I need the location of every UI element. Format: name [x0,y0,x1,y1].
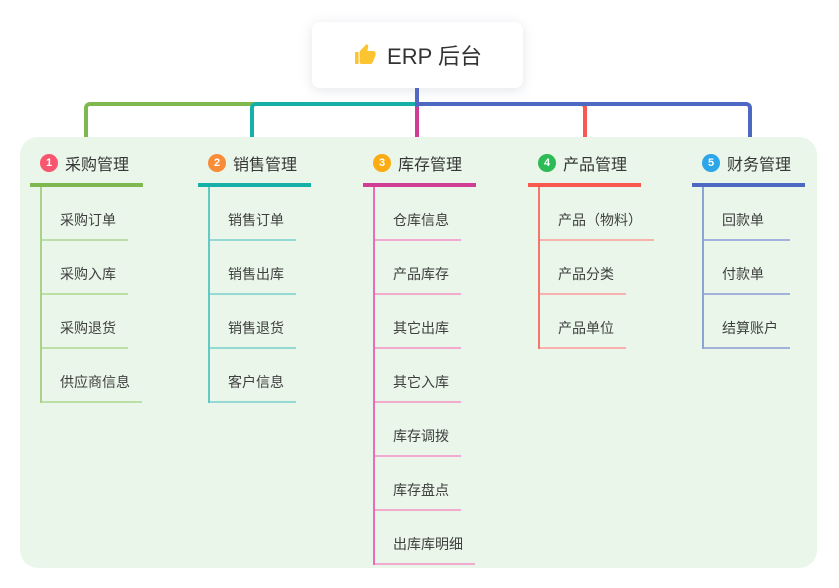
node-item[interactable]: 采购退货 [42,295,128,349]
badge-1: 1 [40,154,58,172]
node-item[interactable]: 库存盘点 [375,457,461,511]
node-item[interactable]: 其它出库 [375,295,461,349]
node-item[interactable]: 其它入库 [375,349,461,403]
branch-title-inventory[interactable]: 3 库存管理 [363,145,477,187]
node-item[interactable]: 产品分类 [540,241,626,295]
branch-title-product[interactable]: 4 产品管理 [528,145,642,187]
node-item[interactable]: 出库库明细 [375,511,475,565]
node-item[interactable]: 销售退货 [210,295,296,349]
node-item[interactable]: 仓库信息 [375,187,461,241]
node-item[interactable]: 销售订单 [210,187,296,241]
node-item[interactable]: 结算账户 [704,295,790,349]
node-item[interactable]: 客户信息 [210,349,296,403]
node-item[interactable]: 回款单 [704,187,790,241]
branch-label: 产品管理 [563,157,628,174]
thumbs-up-icon [353,43,377,67]
branch-title-purchase[interactable]: 1 采购管理 [30,145,144,187]
root-label: ERP 后台 [387,44,482,69]
node-item[interactable]: 产品（物料） [540,187,654,241]
branch-title-sales[interactable]: 2 销售管理 [198,145,312,187]
root-trunk-line [415,86,419,107]
node-item[interactable]: 产品库存 [375,241,461,295]
node-item[interactable]: 库存调拨 [375,403,461,457]
root-node[interactable]: ERP 后台 [312,22,523,88]
branch-title-finance[interactable]: 5 财务管理 [692,145,806,187]
branch-children: 产品（物料） 产品分类 产品单位 [538,187,654,349]
branch-finance: 5 财务管理 回款单 付款单 结算账户 [692,145,806,349]
branch-product: 4 产品管理 产品（物料） 产品分类 产品单位 [528,145,654,349]
branch-label: 库存管理 [398,157,463,174]
branch-children: 销售订单 销售出库 销售退货 客户信息 [208,187,296,403]
branch-label: 财务管理 [727,157,792,174]
node-item[interactable]: 采购订单 [42,187,128,241]
badge-4: 4 [538,154,556,172]
branch-inventory: 3 库存管理 仓库信息 产品库存 其它出库 其它入库 库存调拨 库存盘点 出库库… [363,145,477,565]
branch-children: 采购订单 采购入库 采购退货 供应商信息 [40,187,142,403]
branch-label: 销售管理 [233,157,298,174]
badge-5: 5 [702,154,720,172]
node-item[interactable]: 采购入库 [42,241,128,295]
branch-children: 仓库信息 产品库存 其它出库 其它入库 库存调拨 库存盘点 出库库明细 [373,187,475,565]
badge-3: 3 [373,154,391,172]
node-item[interactable]: 产品单位 [540,295,626,349]
mindmap-panel: 1 采购管理 采购订单 采购入库 采购退货 供应商信息 2 销售管理 销售订单 … [20,137,817,568]
branch-children: 回款单 付款单 结算账户 [702,187,790,349]
node-item[interactable]: 销售出库 [210,241,296,295]
badge-2: 2 [208,154,226,172]
branch-sales: 2 销售管理 销售订单 销售出库 销售退货 客户信息 [198,145,312,403]
node-item[interactable]: 付款单 [704,241,790,295]
branch-purchase: 1 采购管理 采购订单 采购入库 采购退货 供应商信息 [30,145,144,403]
node-item[interactable]: 供应商信息 [42,349,142,403]
branch-label: 采购管理 [65,157,130,174]
